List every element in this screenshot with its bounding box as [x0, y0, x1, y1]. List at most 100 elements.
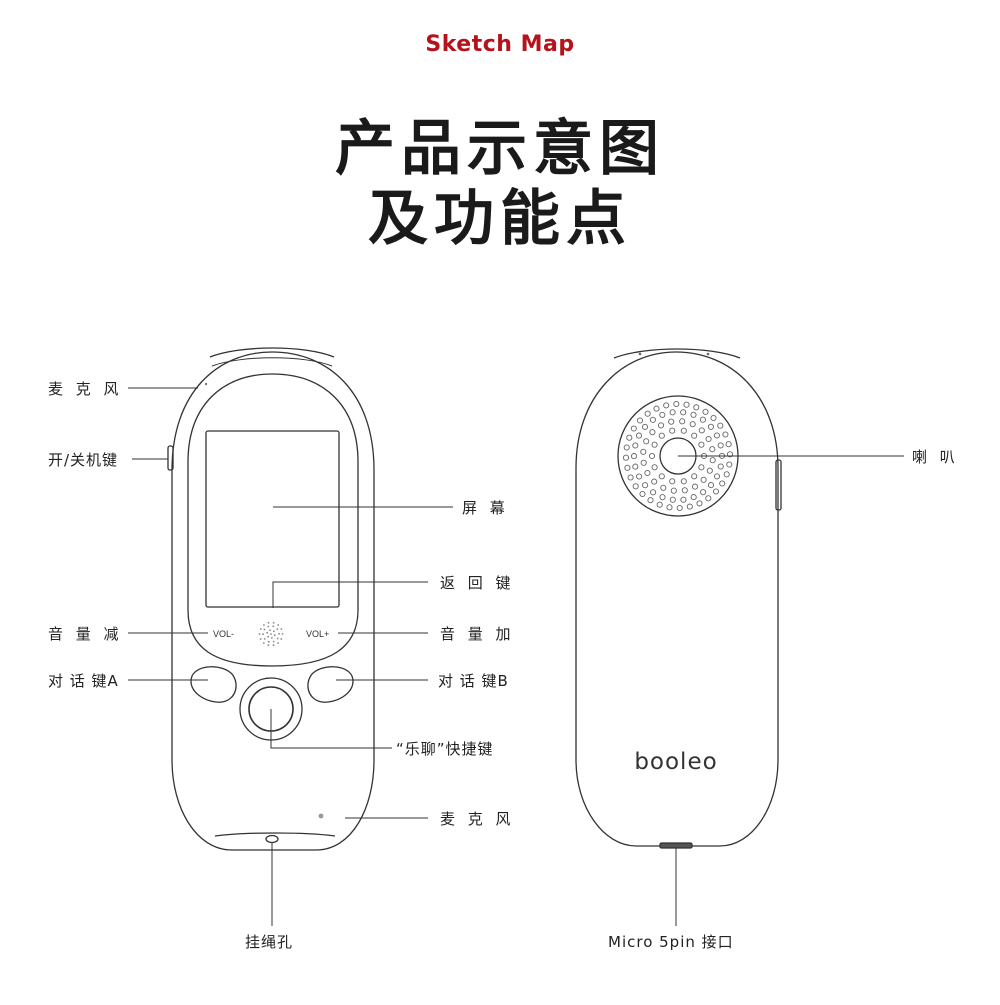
speaker-hole [626, 434, 633, 441]
speaker-hole [669, 496, 676, 503]
grille-dot [259, 638, 262, 640]
front-bottom-band [214, 832, 336, 837]
leader-lines [128, 387, 904, 926]
grille-dot [263, 628, 266, 631]
speaker-hole [627, 474, 634, 481]
speaker-hole [658, 432, 665, 439]
grille-dot [281, 633, 284, 635]
speaker-hole [680, 478, 687, 485]
grille-dot [278, 632, 280, 635]
speaker-hole [658, 473, 665, 480]
speaker-hole [669, 409, 676, 416]
speaker-hole [680, 496, 687, 503]
grille-dot [273, 634, 276, 637]
front-face-panel [187, 373, 359, 667]
speaker-hole [639, 490, 646, 498]
speaker-hole [632, 442, 639, 449]
speaker-hole [719, 480, 726, 487]
speaker-hole [690, 411, 697, 418]
speaker-hole [706, 467, 713, 474]
front-top-cap [209, 347, 335, 358]
speaker-hole [630, 453, 638, 460]
speaker-hole [676, 504, 683, 512]
speaker-holes [622, 400, 734, 512]
front-screen [205, 430, 340, 608]
speaker-hole [726, 451, 734, 458]
speaker-hole [710, 414, 717, 422]
page-title-line2: 及功能点 [368, 184, 632, 254]
grille-dot [277, 642, 279, 644]
speaker-hole [641, 423, 649, 430]
grille-dot [272, 621, 275, 624]
speaker-hole [705, 495, 712, 502]
front-body-outline [171, 351, 375, 851]
speaker-hole [680, 409, 687, 416]
grille-dot [262, 642, 265, 644]
speaker-hole [717, 422, 724, 429]
speaker-hole [640, 448, 647, 455]
speaker-hole [673, 400, 680, 408]
grille-dot [267, 640, 270, 643]
grille-dot [273, 630, 275, 633]
speaker-hole [651, 478, 658, 485]
speaker-hole [712, 488, 720, 495]
grille-dot [280, 628, 283, 630]
speaker-hole [636, 473, 643, 480]
power-button[interactable] [167, 445, 174, 471]
label-screen: 屏 幕 [462, 499, 509, 517]
speaker-hole [630, 425, 637, 432]
vol-minus-text: VOL- [213, 629, 234, 639]
speaker-hole [698, 441, 705, 448]
grille-dot [263, 624, 265, 626]
label-speaker: 喇 叭 [912, 448, 959, 466]
talk-button-a[interactable] [190, 666, 237, 703]
speaker-hole [653, 405, 660, 412]
speaker-hole [691, 483, 699, 490]
label-lanyard-hole: 挂绳孔 [245, 933, 294, 951]
label-back-key: 返 回 键 [440, 574, 515, 592]
speaker-hole [698, 464, 705, 471]
speaker-hole [668, 418, 675, 425]
grille-dot [280, 638, 283, 640]
speaker-hole [636, 417, 644, 424]
label-mic-top: 麦 克 风 [48, 380, 123, 398]
speaker-hole [723, 471, 730, 478]
grille-dot [272, 640, 275, 643]
speaker-hole [650, 489, 657, 496]
grille-dot [276, 628, 279, 630]
speaker-hole [725, 441, 732, 448]
speaker-hole [691, 473, 698, 480]
grille-dot [272, 625, 275, 628]
speaker-hole [691, 432, 698, 439]
front-top-mic-hole [204, 382, 208, 386]
rear-top-cap [613, 348, 741, 359]
speaker-hole [644, 469, 651, 477]
speaker-hole [622, 454, 630, 461]
speaker-hole [623, 444, 630, 451]
grille-dot [269, 629, 271, 631]
talk-button-b[interactable] [307, 666, 354, 703]
speaker-hole [647, 497, 654, 504]
speaker-hole [644, 410, 651, 417]
speaker-hole [696, 500, 703, 507]
front-bottom-mic-dot [318, 813, 324, 819]
speaker-hole [642, 482, 649, 489]
grille-dot [271, 637, 273, 639]
grille-dot [267, 625, 270, 628]
speaker-hole [717, 442, 724, 449]
rear-side-button [775, 459, 782, 511]
speaker-hole [713, 432, 720, 439]
grille-dot [272, 644, 275, 647]
grille-dot [262, 633, 264, 636]
speaker-hole [632, 463, 639, 470]
label-power-button: 开/关机键 [48, 451, 119, 469]
speaker-hole [669, 427, 676, 434]
speaker-hole [663, 402, 670, 409]
speaker-hole [669, 478, 676, 485]
label-volume-down: 音 量 减 [48, 625, 123, 643]
vol-plus-text: VOL+ [306, 629, 329, 639]
speaker-hole [689, 421, 696, 428]
grille-dot [258, 633, 261, 635]
speaker-hole [698, 427, 705, 434]
